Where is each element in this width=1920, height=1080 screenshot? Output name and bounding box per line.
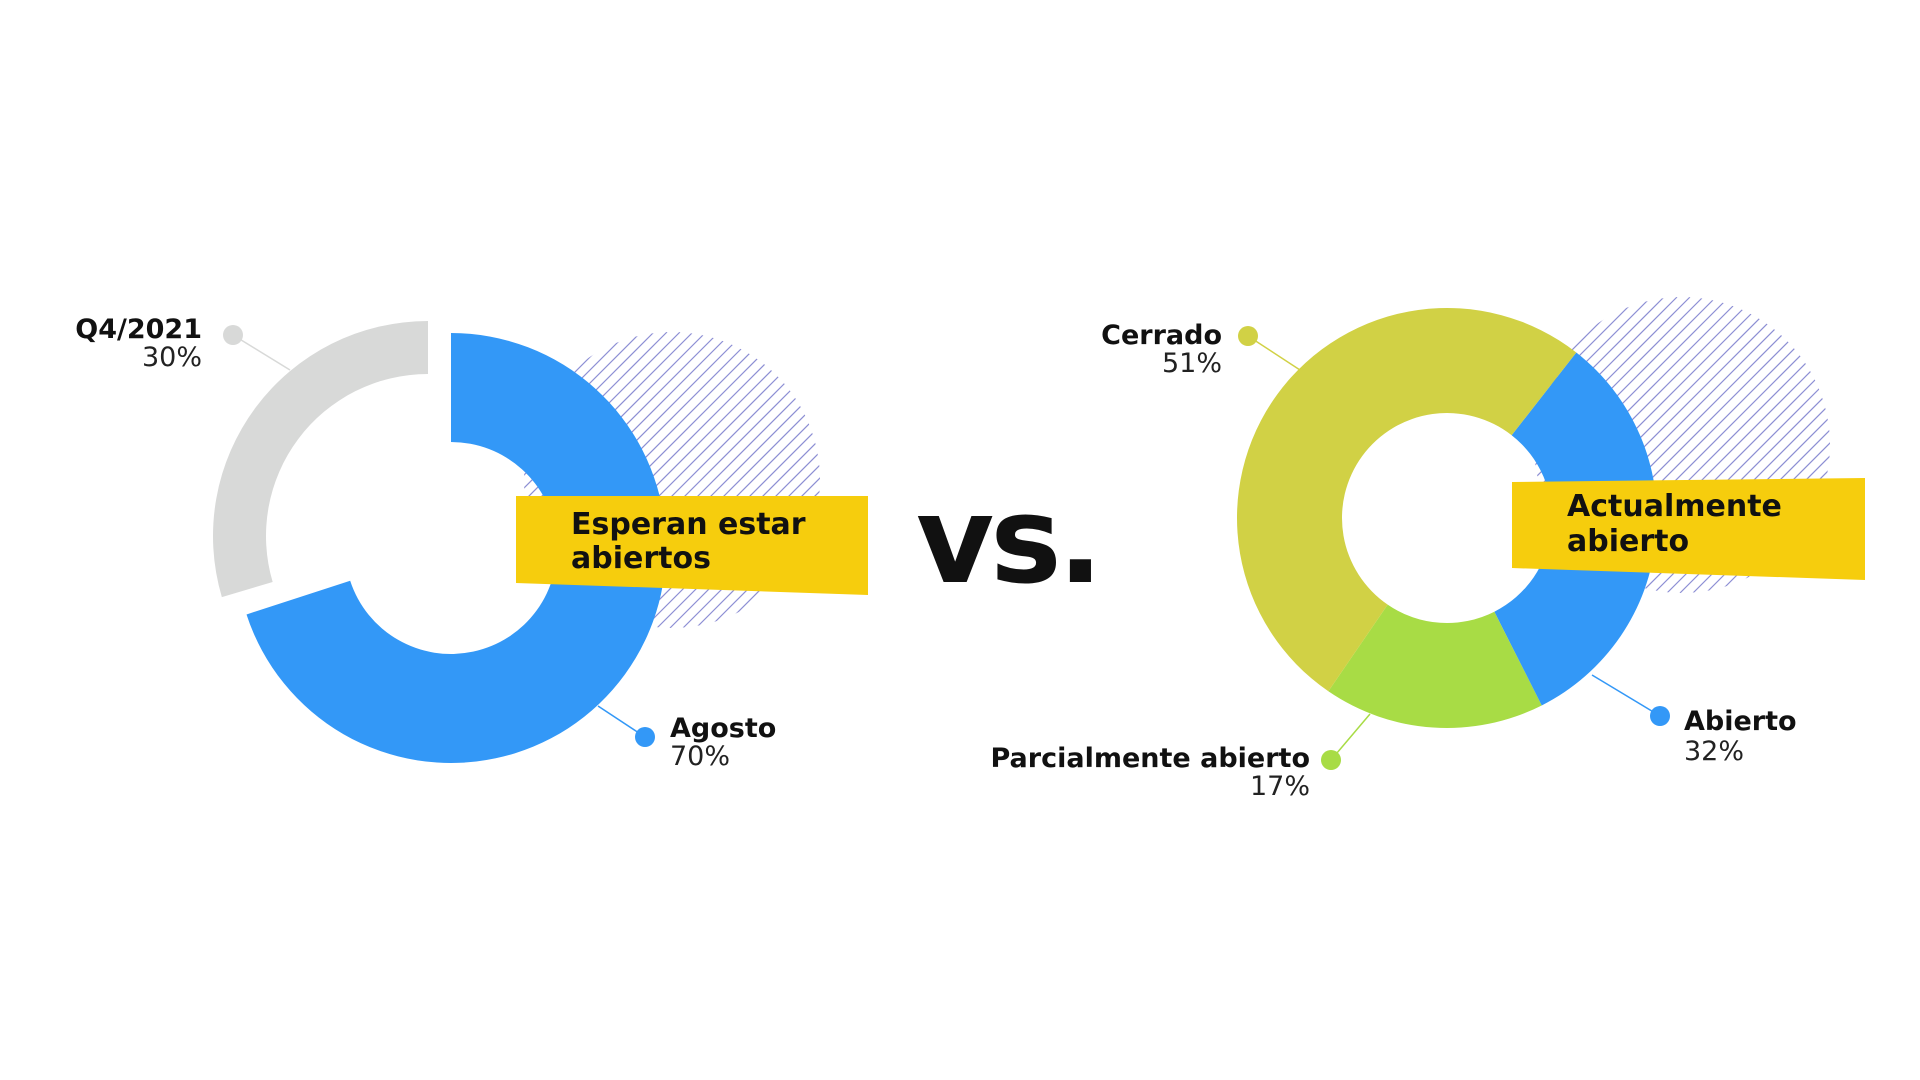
legend-dot-q4-2021 <box>223 325 243 345</box>
legend-dot-parcialmente-abierto <box>1321 750 1341 770</box>
legend-dot-cerrado <box>1238 326 1258 346</box>
hatch-line <box>1534 297 1652 593</box>
hatch-line <box>1534 297 1678 593</box>
label-q4-2021: Q4/2021 <box>75 314 202 345</box>
vs-label: vs. <box>916 472 1099 611</box>
legend-dot-agosto <box>635 727 655 747</box>
label-cerrado: Cerrado <box>1101 320 1222 351</box>
title-line-2-currently-open: abierto <box>1567 524 1689 559</box>
title-line-1-expected-open: Esperan estar <box>571 507 806 542</box>
hatch-line <box>524 332 681 628</box>
slice-q4-2021 <box>213 321 428 598</box>
hatch-line <box>1534 297 1665 593</box>
slice-agosto <box>246 333 667 763</box>
hatch-line <box>524 332 642 628</box>
title-line-2-expected-open: abiertos <box>571 541 711 576</box>
leader-line-cerrado <box>1247 335 1301 371</box>
value-q4-2021: 30% <box>142 342 202 373</box>
hatch-line <box>1534 297 1626 593</box>
slice-parcialmente-abierto <box>1328 604 1542 729</box>
label-abierto: Abierto <box>1684 706 1797 737</box>
donut-chart-currently-open: Cerrado 51% Abierto 32% Parcialmente abi… <box>990 308 1865 802</box>
donut-chart-expected-open: Q4/2021 30% Agosto 70% Esperan estar abi… <box>75 314 868 772</box>
hatch-line <box>524 332 668 628</box>
label-parcialmente-abierto: Parcialmente abierto <box>990 743 1310 774</box>
value-cerrado: 51% <box>1162 348 1222 379</box>
hatch-line <box>1534 297 1639 593</box>
leader-line-abierto <box>1591 674 1661 717</box>
title-line-1-currently-open: Actualmente <box>1567 489 1782 524</box>
hatch-line <box>524 332 655 628</box>
title-banner-expected-open <box>516 496 868 595</box>
legend-dot-abierto <box>1650 706 1670 726</box>
leader-line-q4-2021 <box>232 334 291 371</box>
slice-cerrado <box>1237 308 1577 692</box>
title-banner-currently-open <box>1512 478 1865 580</box>
value-abierto: 32% <box>1684 736 1744 767</box>
value-agosto: 70% <box>670 741 730 772</box>
value-parcialmente-abierto: 17% <box>1250 771 1310 802</box>
leader-line-parcialmente-abierto <box>1330 713 1371 761</box>
label-agosto: Agosto <box>670 713 776 744</box>
